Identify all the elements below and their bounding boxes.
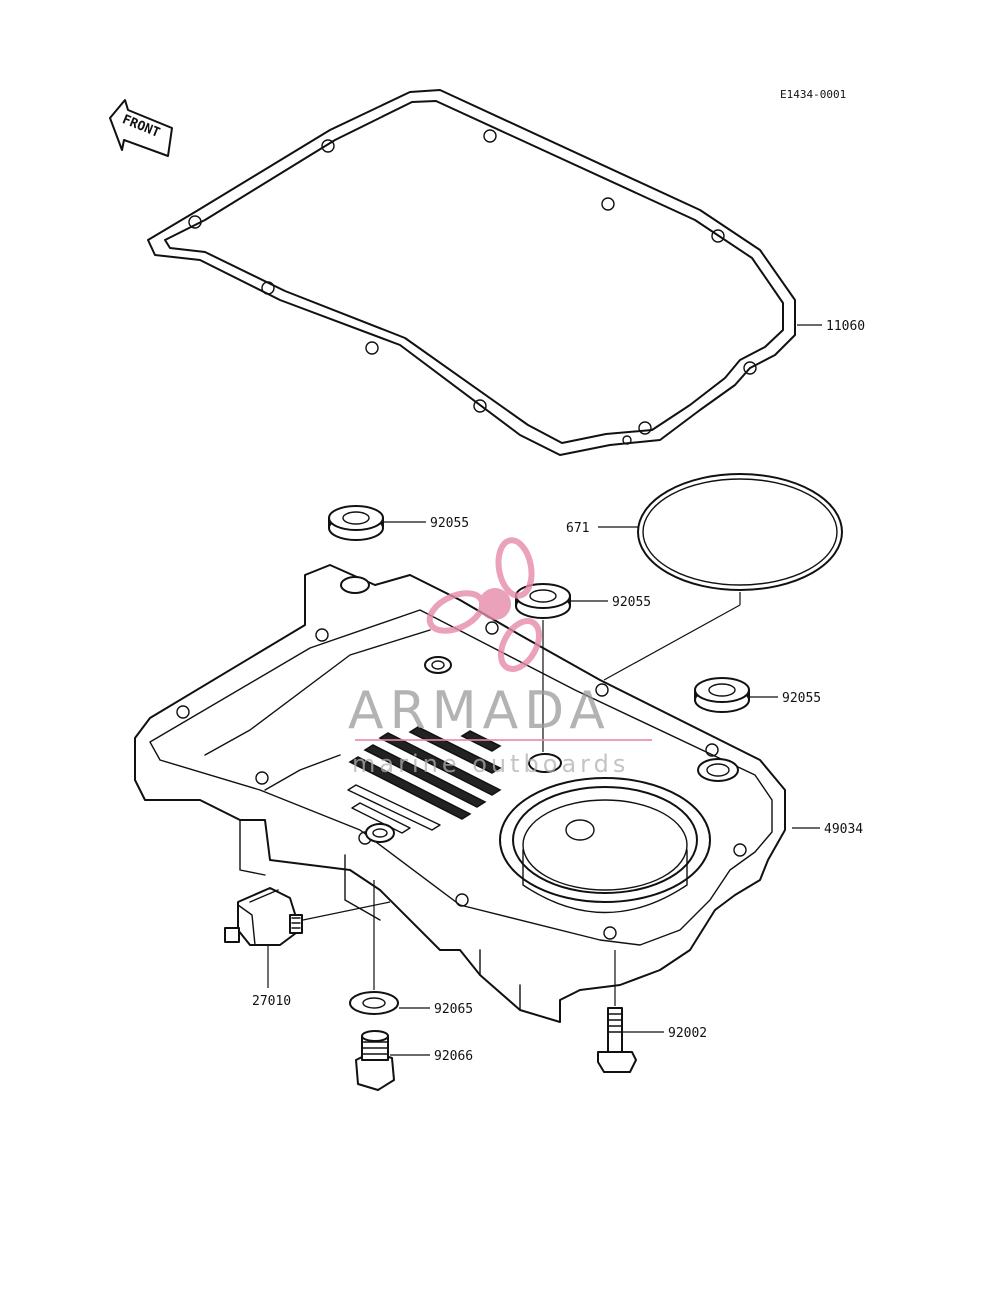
propeller-logo-icon: [426, 537, 542, 672]
part-label-92055-a: 92055: [430, 516, 469, 531]
part-label-92055-c: 92055: [782, 691, 821, 706]
watermark-tagline: marine outboards: [352, 750, 629, 778]
front-label: FRONT: [120, 112, 162, 141]
part-label-671: 671: [566, 521, 589, 536]
front-arrow-icon: FRONT: [109, 99, 173, 157]
part-label-92066: 92066: [434, 1049, 473, 1064]
watermark-brand: ARMADA: [348, 681, 611, 741]
oil-pan: [134, 564, 786, 1023]
seal-top-left: [328, 505, 384, 541]
seal-middle: [515, 583, 571, 619]
seal-right: [694, 677, 750, 713]
part-label-27010: 27010: [252, 994, 291, 1009]
part-label-92002: 92002: [668, 1026, 707, 1041]
oil-pressure-switch: [224, 887, 303, 946]
oil-pan-gasket: [147, 89, 796, 456]
o-ring: [637, 473, 843, 591]
part-label-11060: 11060: [826, 319, 865, 334]
drain-plug: [355, 1030, 395, 1091]
oil-pan-bolt: [597, 1007, 637, 1073]
part-label-49034: 49034: [824, 822, 863, 837]
drain-plug-washer: [349, 991, 399, 1015]
part-label-92065: 92065: [434, 1002, 473, 1017]
diagram-code: E1434-0001: [780, 88, 846, 101]
part-label-92055-b: 92055: [612, 595, 651, 610]
